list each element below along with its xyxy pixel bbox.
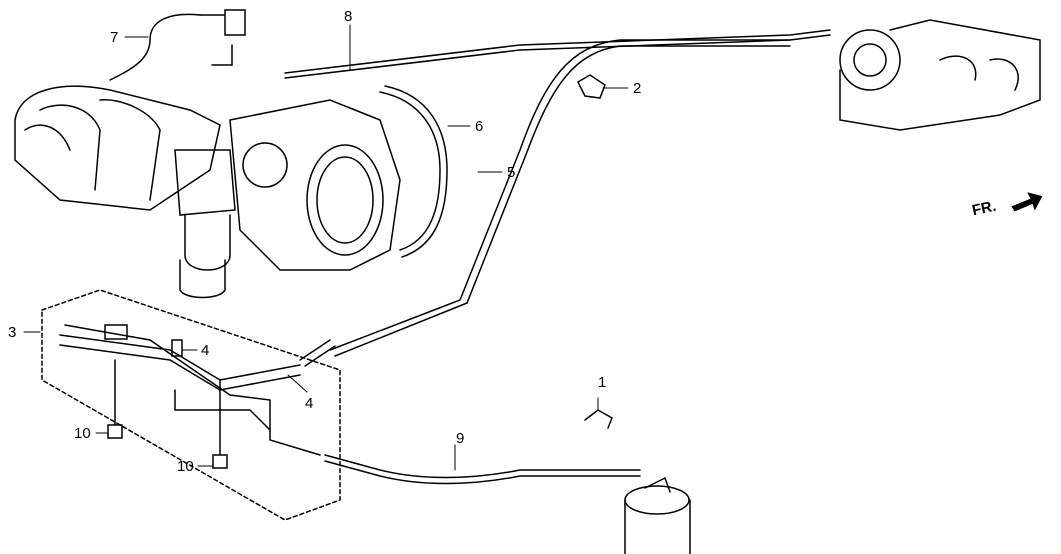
callout-6: 6 [475,118,484,135]
bolt-10b [212,379,228,469]
callout-3: 3 [8,324,17,341]
tube-5 [329,39,791,351]
charcoal-canister [624,476,691,554]
leader-lines [23,24,629,471]
callout-4b: 4 [305,395,314,412]
intake-manifold [14,85,236,299]
tube-9 [324,454,641,479]
clip-2 [577,74,606,99]
clip-1 [584,409,613,429]
callout-10b: 10 [177,458,194,475]
callout-8: 8 [344,8,353,25]
bolt-10a [107,359,123,439]
pipe-assembly-3 [41,289,341,521]
front-arrow-icon [1011,192,1043,212]
callout-7: 7 [110,29,119,46]
tube-6 [379,91,441,251]
vacuum-valve-assembly [839,19,1041,131]
callout-5: 5 [507,164,516,181]
callout-10a: 10 [74,425,91,442]
callout-2: 2 [633,80,642,97]
throttle-body [229,99,401,271]
tube-8 [284,34,831,79]
callout-4a: 4 [201,342,210,359]
callout-1: 1 [598,374,607,391]
callout-9: 9 [456,430,465,447]
tube-7 [109,13,201,81]
